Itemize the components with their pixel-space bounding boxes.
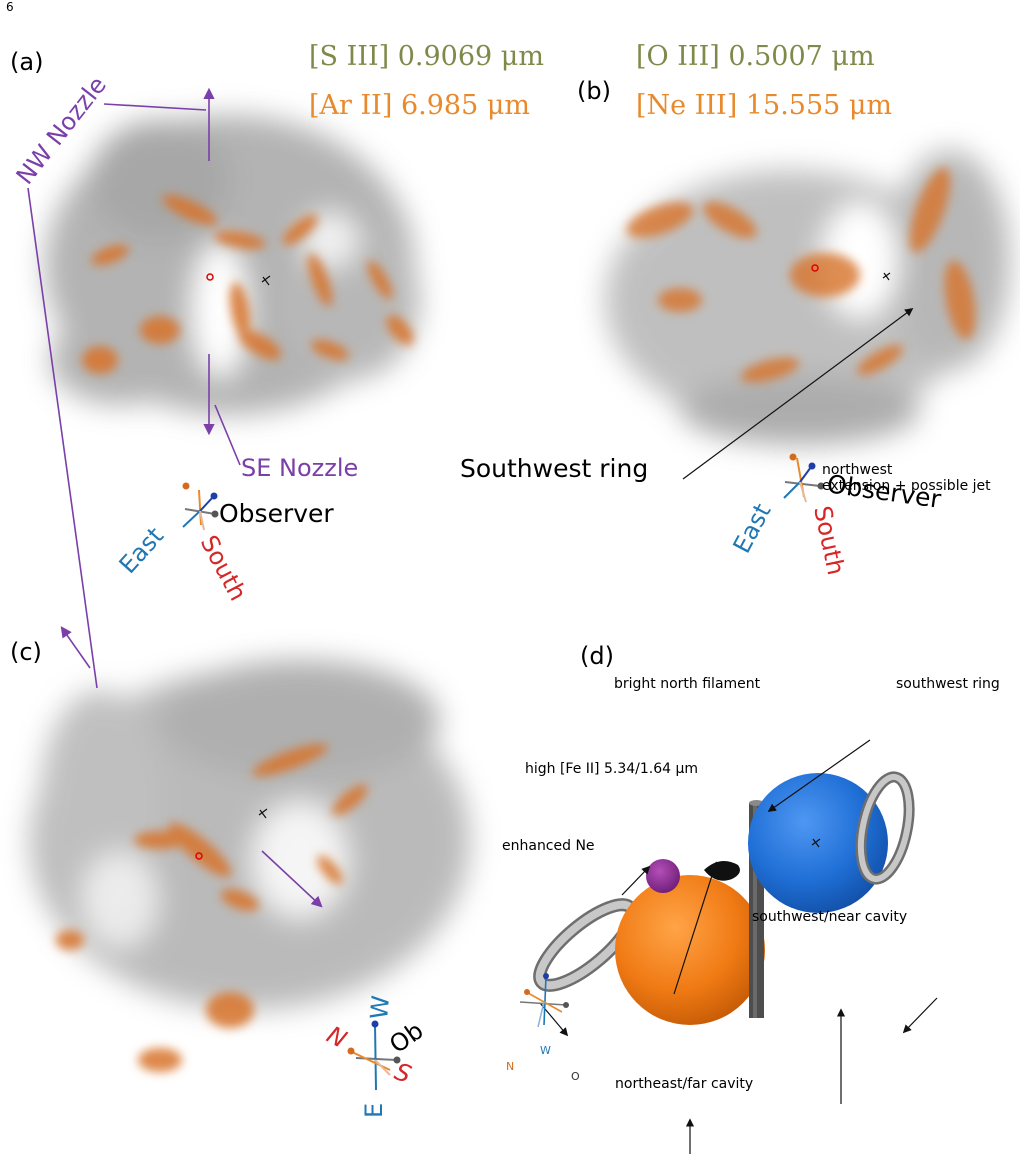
compass-d [519, 973, 569, 1028]
high-fe-label: high [Fe II] 5.34/1.64 μm [525, 761, 698, 777]
northwest-label: northwest [822, 462, 893, 478]
panel-a-nebula [45, 115, 420, 415]
compass-a-south: South [195, 531, 252, 606]
southwest-near-cavity-label: southwest/near cavity [752, 909, 907, 925]
panel-a-line1: [S III] 0.9069 μm [309, 41, 544, 72]
panel-b-nebula [605, 150, 1010, 445]
southwest-ring [855, 771, 915, 885]
callout-arrows [539, 307, 938, 1154]
panel-d-model [533, 771, 915, 1025]
panel-a-label: (a) [10, 48, 43, 76]
nozzle-arrows [27, 87, 323, 908]
panel-d-label: (d) [580, 642, 614, 670]
compass-d-w: W [540, 1044, 551, 1057]
southwest-ring-3d-label: southwest ring [896, 676, 1000, 692]
compass-c-ob: Ob [384, 1016, 428, 1059]
compass-b [783, 453, 825, 503]
extension-label: extension + possible jet [822, 478, 991, 494]
page-number: 6 [6, 0, 14, 14]
panel-b-line2: [Ne III] 15.555 μm [636, 90, 892, 121]
compass-a-east: East [114, 522, 169, 579]
panel-b-line1: [O III] 0.5007 μm [636, 41, 875, 72]
panel-c-nebula [30, 660, 470, 1072]
panel-b-label: (b) [577, 77, 611, 105]
compass-c-e: E [360, 1103, 388, 1118]
compass-b-east: East [728, 499, 777, 558]
northeast-far-cavity-label: northeast/far cavity [615, 1076, 753, 1092]
northeast-far-cavity-sphere [615, 875, 765, 1025]
compass-c-w: W [365, 994, 395, 1020]
enhanced-ne-label: enhanced Ne [502, 838, 595, 854]
compass-d-o: O [571, 1070, 580, 1083]
panel-c-label: (c) [10, 638, 42, 666]
high-fe-sphere [646, 859, 680, 893]
southwest-ring-label: Southwest ring [460, 454, 648, 483]
compass-a-observer: Observer [219, 499, 334, 528]
panel-a-line2: [Ar II] 6.985 μm [309, 90, 530, 121]
compass-b-south: South [808, 503, 850, 577]
southwest-near-cavity-sphere [748, 773, 888, 913]
compass-d-n: N [506, 1060, 514, 1073]
bright-north-filament-label: bright north filament [614, 676, 761, 692]
compass-c-n: N [322, 1021, 351, 1054]
compass-c [347, 1020, 401, 1091]
se-nozzle-label: SE Nozzle [241, 454, 358, 482]
compass-a [182, 482, 219, 531]
